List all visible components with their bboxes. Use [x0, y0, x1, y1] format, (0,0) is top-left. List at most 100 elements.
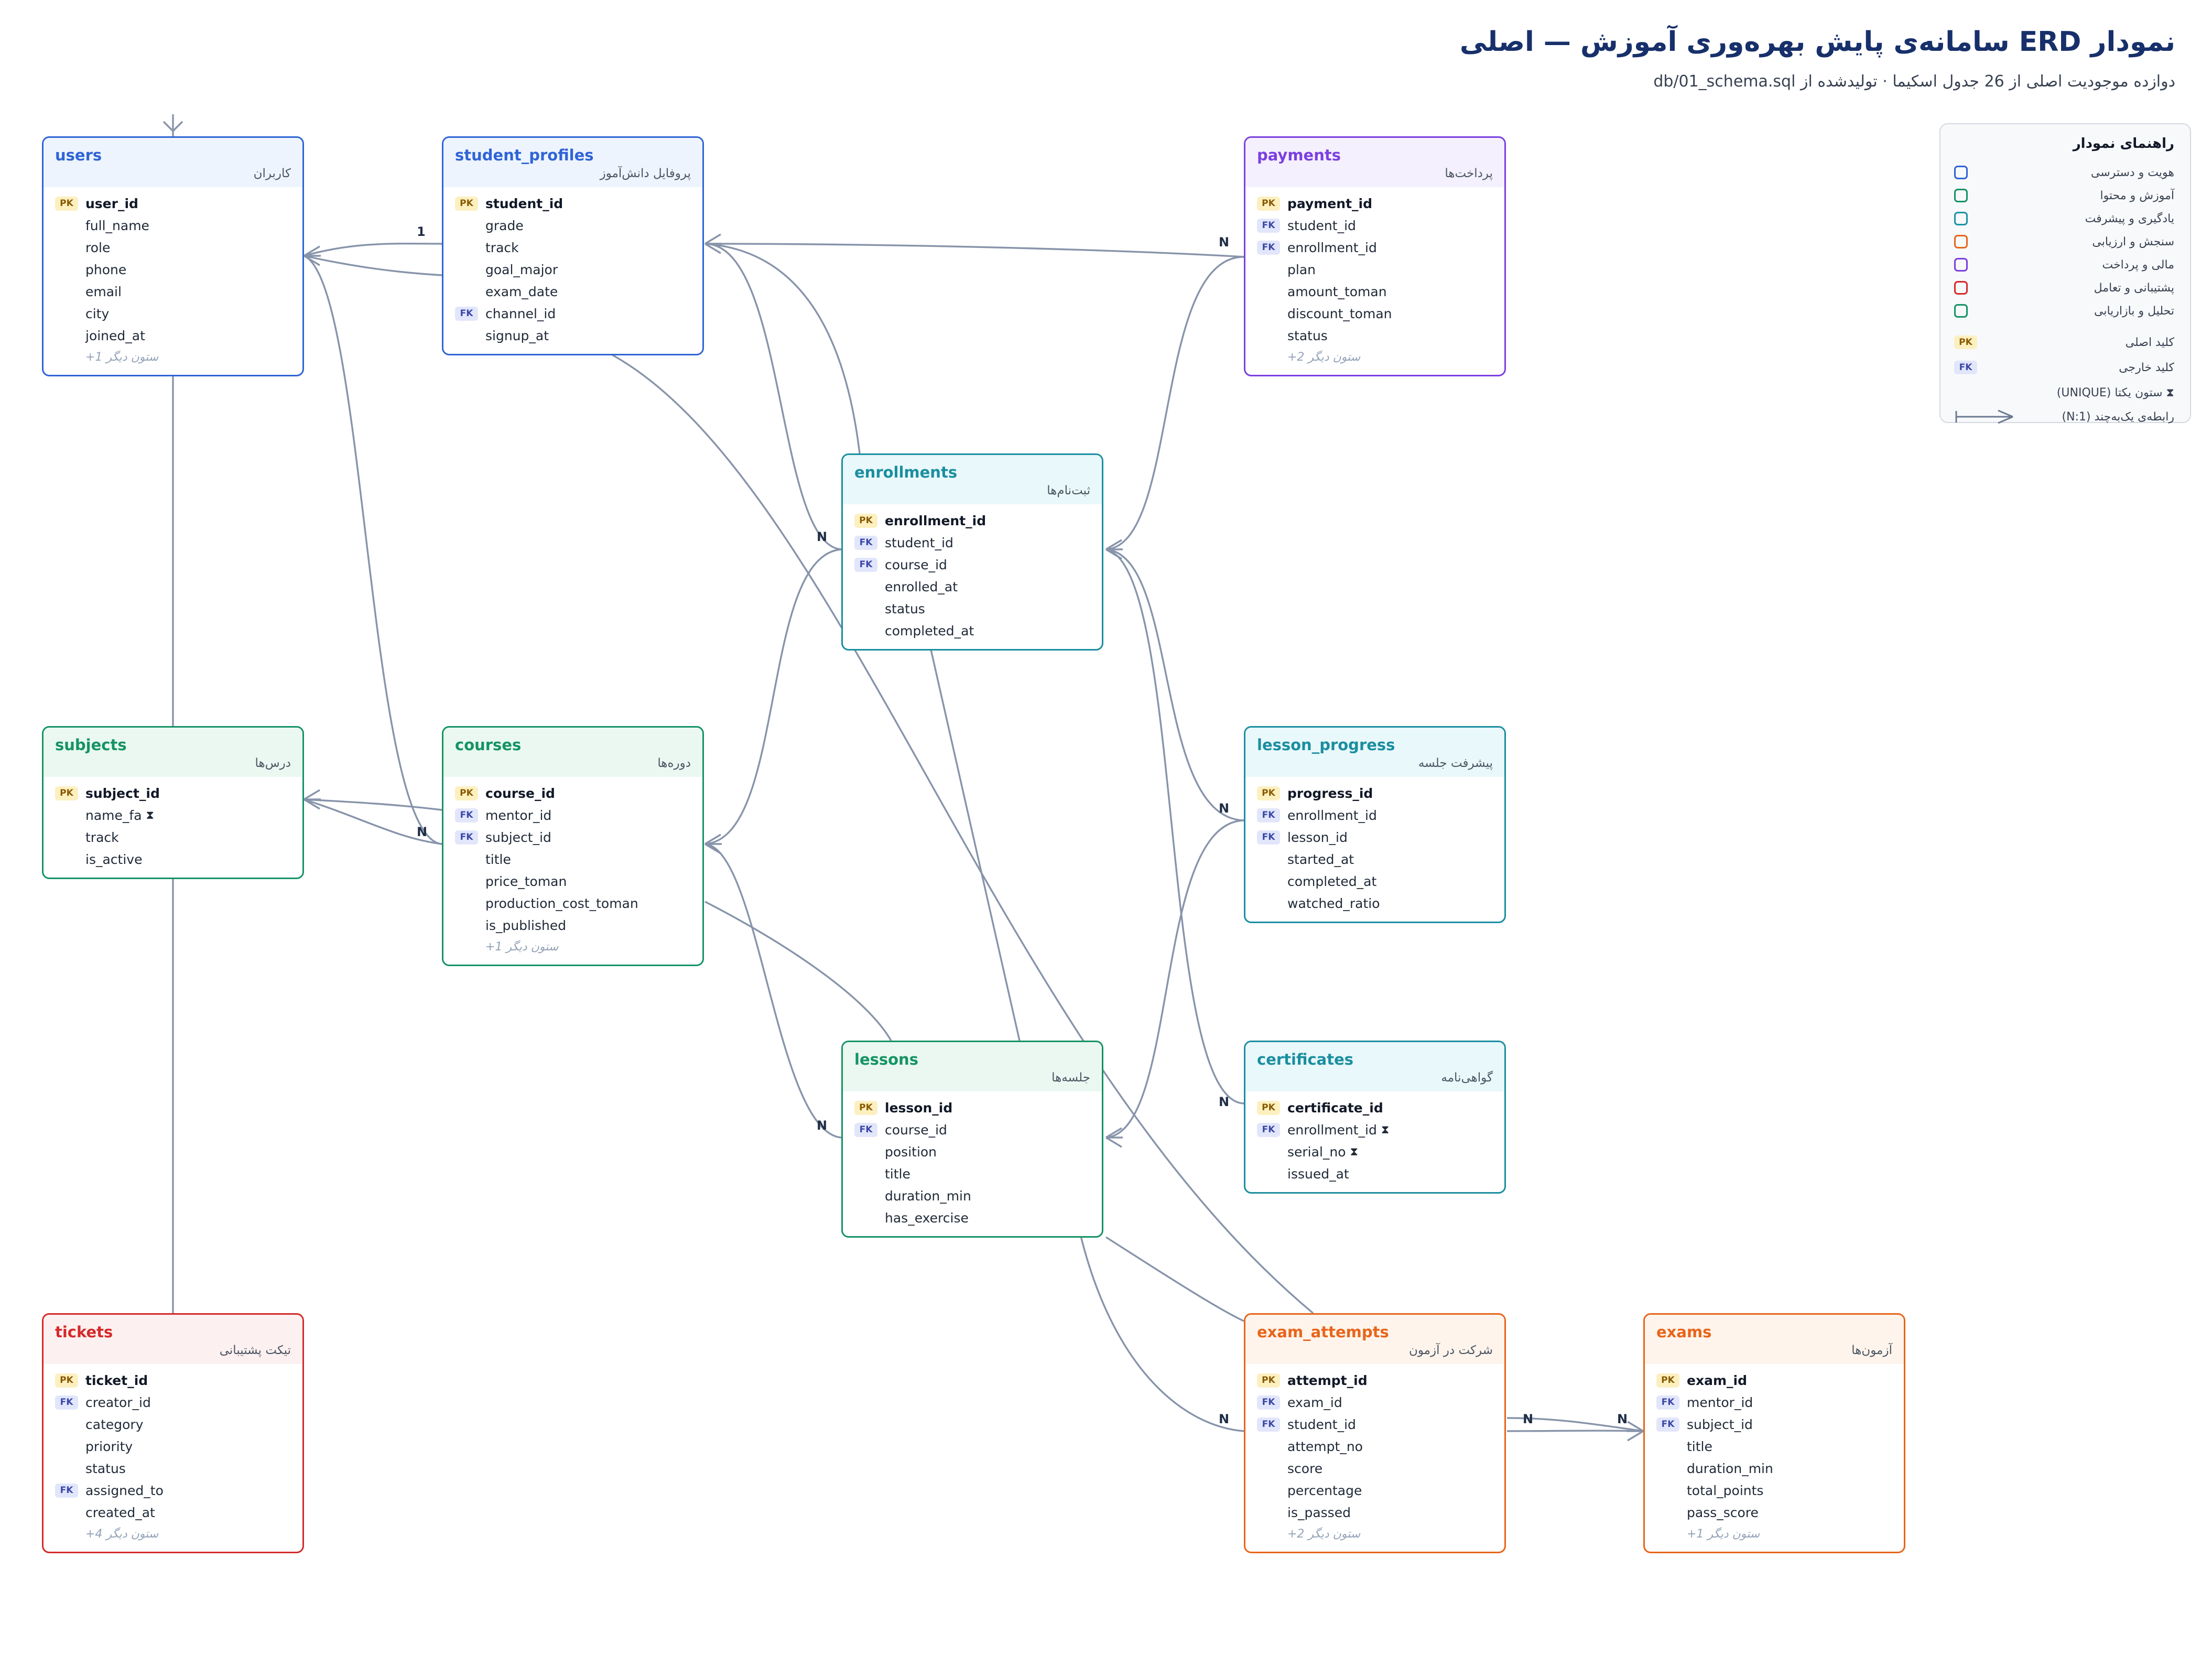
- card-payments: N: [1219, 235, 1229, 250]
- edge-enrollments-lesson-progress: [1105, 548, 1244, 821]
- column-name: channel_id: [485, 306, 556, 321]
- legend-swatch: [1954, 235, 1968, 248]
- column-name: exam_date: [485, 284, 558, 299]
- crowfoot-student-profiles: [704, 233, 722, 254]
- legend-category: یادگیری و پیشرفت: [1954, 208, 2174, 229]
- column-row: track: [44, 826, 302, 848]
- fk-badge: FK: [455, 830, 478, 845]
- crowfoot-subjects: [303, 789, 321, 810]
- entity-name-fa: درس‌ها: [255, 756, 291, 770]
- legend-relation-label: رابطه‌ی یک‌به‌چند (1:N): [2062, 410, 2175, 424]
- column-name: track: [485, 240, 519, 255]
- edge-student-profiles-exam-attempts: [605, 350, 1314, 1314]
- unique-icon: ⧗: [1350, 1145, 1358, 1159]
- column-name: status: [85, 1460, 126, 1476]
- entity-header: exam_attempts شرکت در آزمون: [1245, 1315, 1504, 1364]
- column-row: email: [44, 280, 302, 302]
- column-row: exam_date: [443, 280, 702, 302]
- fk-badge: FK: [1257, 1417, 1280, 1432]
- column-row: city: [44, 302, 302, 324]
- column-row: duration_min: [1645, 1457, 1904, 1479]
- edge-student-profiles-payments: [704, 243, 1244, 258]
- edge-lessons-exam-attempts-b: [1105, 1236, 1244, 1322]
- crowfoot-users-top: [162, 114, 183, 132]
- edge-users-student-profiles: [303, 242, 442, 257]
- column-row: serial_no⧗: [1245, 1141, 1504, 1163]
- legend-category-label: مالی و پرداخت: [2102, 258, 2174, 272]
- legend-fk-label: کلید خارجی: [2119, 361, 2174, 374]
- column-name: completed_at: [885, 623, 974, 638]
- column-name: enrollment_id: [1287, 240, 1377, 255]
- column-row: price_toman: [443, 870, 702, 892]
- legend-swatch: [1954, 212, 1968, 225]
- cardinality-labels: 1 N N N N N N N N N: [417, 224, 1628, 1426]
- column-name: course_id: [885, 1122, 947, 1138]
- column-name: enrolled_at: [885, 579, 958, 594]
- edge-lessons-lesson-progress: [1105, 819, 1244, 1139]
- legend-unique-text: ⧗ ستون یکتا (UNIQUE): [2057, 386, 2174, 399]
- legend-category: پشتیبانی و تعامل: [1954, 277, 2174, 298]
- column-name: production_cost_toman: [485, 895, 638, 911]
- pk-badge: PK: [1257, 1373, 1280, 1388]
- column-row: score: [1245, 1457, 1504, 1479]
- legend-swatch: [1954, 189, 1968, 202]
- pk-badge: PK: [854, 1100, 877, 1115]
- column-name: joined_at: [85, 328, 145, 343]
- column-name: payment_id: [1287, 196, 1373, 211]
- pk-badge: PK: [1257, 1100, 1280, 1115]
- legend-category: سنجش و ارزیابی: [1954, 231, 2174, 252]
- entity-name-fa: پیشرفت جلسه: [1418, 756, 1493, 770]
- column-row: started_at: [1245, 848, 1504, 870]
- column-name: price_toman: [485, 873, 567, 889]
- entity-header: users کاربران: [44, 138, 302, 187]
- fk-badge: FK: [1656, 1395, 1679, 1410]
- entity-name: student_profiles: [455, 146, 594, 164]
- column-name: goal_major: [485, 262, 558, 277]
- legend-relation: رابطه‌ی یک‌به‌چند (1:N): [1954, 406, 2174, 427]
- pk-badge: PK: [854, 513, 877, 528]
- column-name: enrollment_id: [1287, 807, 1377, 823]
- column-row: created_at: [44, 1501, 302, 1523]
- edge-student-profiles-enrollments: [704, 243, 842, 550]
- legend-category-label: سنجش و ارزیابی: [2092, 235, 2174, 248]
- crowfoot-enrollments: [1105, 539, 1123, 560]
- pk-badge: PK: [55, 1373, 78, 1388]
- legend-unique-label: ستون یکتا (UNIQUE): [2056, 386, 2163, 399]
- entity-name: lesson_progress: [1257, 736, 1395, 754]
- fk-badge: FK: [455, 808, 478, 822]
- column-name: priority: [85, 1438, 133, 1454]
- legend-swatch: [1954, 166, 1968, 179]
- edge-users-student-profiles-b: [303, 255, 442, 276]
- column-row: grade: [443, 214, 702, 236]
- legend-category: مالی و پرداخت: [1954, 254, 2174, 275]
- column-name: lesson_id: [1287, 829, 1348, 845]
- column-name: course_id: [885, 557, 947, 572]
- column-name: status: [1287, 328, 1328, 343]
- entity-name: enrollments: [854, 463, 958, 481]
- column-name: started_at: [1287, 851, 1354, 867]
- column-name: discount_toman: [1287, 306, 1392, 321]
